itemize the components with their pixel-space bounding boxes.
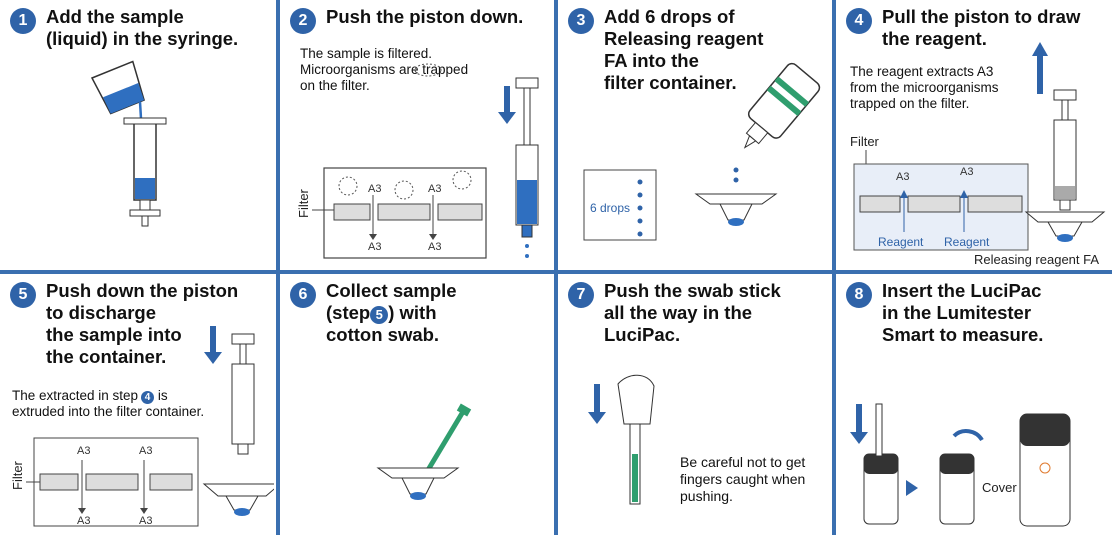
svg-text:A3: A3 xyxy=(368,241,381,253)
syringe-pour-illustration xyxy=(90,60,167,227)
step-8-panel: 8 Insert the LuciPac in the Lumitester S… xyxy=(836,274,1112,535)
divider xyxy=(276,0,280,535)
arrow-right-icon xyxy=(906,480,918,496)
svg-text:A3: A3 xyxy=(139,445,152,457)
discharge-illustration: Filter A3 A3 A3 A3 xyxy=(10,326,274,527)
step-ref-badge: 5 xyxy=(370,306,389,324)
step-title: Push down the piston to discharge the sa… xyxy=(46,280,239,367)
filter-label: Filter xyxy=(850,134,880,149)
step-title: Add 6 drops of Releasing reagent FA into… xyxy=(604,6,764,93)
rotate-arrow-icon xyxy=(952,429,984,442)
step-2-panel: 2 Push the piston down. The sample is fi… xyxy=(280,0,554,268)
svg-text:A3: A3 xyxy=(896,171,909,183)
microorganism-icon xyxy=(414,63,442,77)
step-number: 5 xyxy=(10,282,36,308)
step-ref-badge: 4 xyxy=(141,391,155,404)
swab-push-illustration xyxy=(588,374,655,505)
step-number: 6 xyxy=(290,282,316,308)
swab-stick xyxy=(425,408,467,472)
filter-label: Filter xyxy=(296,188,311,218)
arrow-down-icon xyxy=(850,432,868,444)
step-number: 7 xyxy=(568,282,594,308)
reagent-drop-illustration: 6 drops xyxy=(583,62,821,241)
svg-text:A3: A3 xyxy=(428,183,441,195)
step-note: The sample is filtered. Microorganisms a… xyxy=(300,46,469,93)
step-title: Pull the piston to draw the reagent. xyxy=(882,6,1081,49)
step-title: Push the swab stick all the way in the L… xyxy=(604,280,781,345)
step-number: 3 xyxy=(568,8,594,34)
step-number: 8 xyxy=(846,282,872,308)
step-note: The reagent extracts A3 from the microor… xyxy=(850,64,999,111)
step-title: Insert the LuciPac in the Lumitester Sma… xyxy=(882,280,1044,345)
divider xyxy=(554,0,558,535)
svg-text:A3: A3 xyxy=(960,166,973,178)
beaker-icon xyxy=(90,60,145,115)
divider xyxy=(832,0,836,535)
draw-reagent-illustration: Filter Reagent Reagent A3 A3 Releasing r… xyxy=(850,42,1106,267)
arrow-down-icon xyxy=(498,112,516,124)
step-title: Push the piston down. xyxy=(326,6,524,27)
svg-text:A3: A3 xyxy=(368,183,381,195)
swab-collect-illustration xyxy=(376,403,472,500)
arrow-up-icon xyxy=(1032,42,1048,56)
svg-text:Reagent: Reagent xyxy=(878,235,924,249)
step-number: 4 xyxy=(846,8,872,34)
svg-text:A3: A3 xyxy=(139,515,152,527)
filter-illustration: Filter A3 A3 A3 A3 xyxy=(296,63,539,259)
caution-note: Be careful not to get fingers caught whe… xyxy=(680,454,806,504)
step-3-panel: 3 Add 6 drops of Releasing reagent FA in… xyxy=(558,0,832,268)
arrow-down-icon xyxy=(588,412,606,424)
svg-text:Reagent: Reagent xyxy=(944,235,990,249)
svg-text:A3: A3 xyxy=(428,241,441,253)
svg-text:A3: A3 xyxy=(77,445,90,457)
hand-icon xyxy=(617,374,655,425)
arrow-down-icon xyxy=(204,352,222,364)
filter-label: Filter xyxy=(10,460,25,490)
step-5-panel: 5 Push down the piston to discharge the … xyxy=(0,274,274,535)
lumitester-illustration: Cover xyxy=(850,403,1071,527)
reagent-bottle-icon xyxy=(743,62,821,149)
step-number: 2 xyxy=(290,8,316,34)
cover-label: Cover xyxy=(982,480,1017,495)
bottle-label: Releasing reagent FA xyxy=(974,252,1099,267)
step-number: 1 xyxy=(10,8,36,34)
divider xyxy=(0,270,1112,274)
step-title: Add the sample (liquid) in the syringe. xyxy=(46,6,239,49)
step-4-panel: 4 Pull the piston to draw the reagent. T… xyxy=(836,0,1112,268)
step-1-panel: 1 Add the sample (liquid) in the syringe… xyxy=(0,0,274,268)
svg-text:A3: A3 xyxy=(77,515,90,527)
drops-label: 6 drops xyxy=(590,201,630,215)
step-7-panel: 7 Push the swab stick all the way in the… xyxy=(558,274,832,535)
